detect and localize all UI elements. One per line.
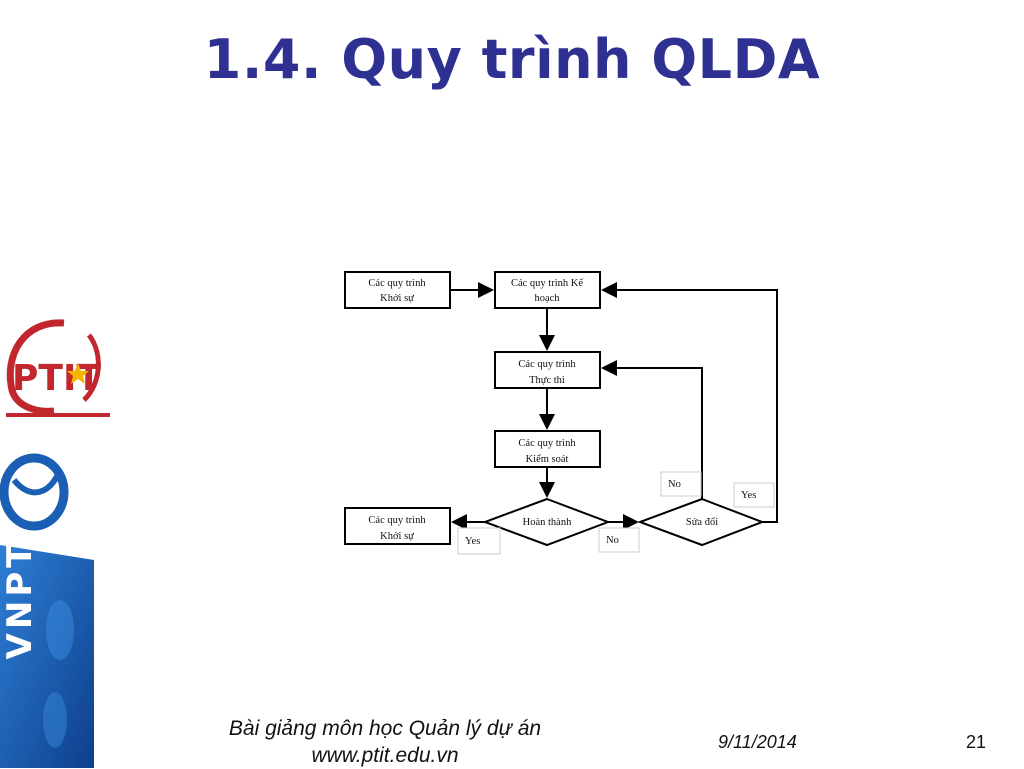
- footer-course-title: Bài giảng môn học Quản lý dự án: [228, 717, 542, 740]
- svg-text:No: No: [606, 535, 619, 546]
- svg-text:Các quy trình: Các quy trình: [368, 515, 426, 526]
- svg-text:Các quy trình: Các quy trình: [518, 438, 576, 449]
- svg-text:hoạch: hoạch: [534, 293, 560, 304]
- vnpt-logo-panel: [0, 453, 94, 768]
- box-executing: Các quy trình Thực thi: [494, 351, 601, 389]
- footer-course-info: Bài giảng môn học Quản lý dự án www.ptit…: [200, 715, 570, 769]
- ptit-logo-text: PTIT: [12, 358, 101, 399]
- box-initiating: Các quy trình Khởi sự: [344, 271, 451, 309]
- svg-text:No: No: [668, 479, 681, 490]
- page-number: 21: [966, 732, 987, 752]
- svg-text:Yes: Yes: [465, 536, 480, 547]
- box-planning: Các quy trình Kế hoạch: [494, 271, 601, 309]
- process-flowchart: Các quy trình Khởi sự Các quy trình Kế h…: [344, 271, 778, 555]
- footer-date: 9/11/2014: [718, 732, 797, 752]
- box-controlling: Các quy trình Kiểm soát: [494, 430, 601, 468]
- svg-text:Các quy trình: Các quy trình: [368, 278, 426, 289]
- svg-text:Hoàn thành: Hoàn thành: [523, 517, 572, 528]
- box-closing: Các quy trình Khởi sự: [344, 507, 451, 545]
- label-change-yes: Yes: [733, 482, 775, 508]
- svg-text:Yes: Yes: [741, 490, 756, 501]
- svg-text:Sửa đổi: Sửa đổi: [686, 517, 718, 528]
- svg-text:Khởi sự: Khởi sự: [380, 293, 414, 304]
- svg-text:Thực thi: Thực thi: [529, 375, 565, 386]
- svg-text:Các quy trình: Các quy trình: [518, 359, 576, 370]
- vnpt-logo-text: VNPT: [0, 540, 40, 660]
- label-complete-no: No: [598, 527, 640, 553]
- svg-text:Các quy trình Kế: Các quy trình Kế: [511, 278, 583, 289]
- decision-change: Sửa đổi: [637, 497, 765, 547]
- svg-text:Kiểm soát: Kiểm soát: [526, 454, 569, 465]
- ptit-logo: PTIT: [6, 319, 110, 417]
- svg-text:Khởi sự: Khởi sự: [380, 531, 414, 542]
- label-complete-yes: Yes: [457, 527, 501, 555]
- footer-website: www.ptit.edu.vn: [311, 744, 459, 767]
- decision-complete: Hoàn thành: [482, 497, 611, 547]
- page-title: 1.4. Quy trình QLDA: [203, 28, 821, 91]
- label-change-no: No: [660, 471, 702, 497]
- connectors: [450, 282, 778, 530]
